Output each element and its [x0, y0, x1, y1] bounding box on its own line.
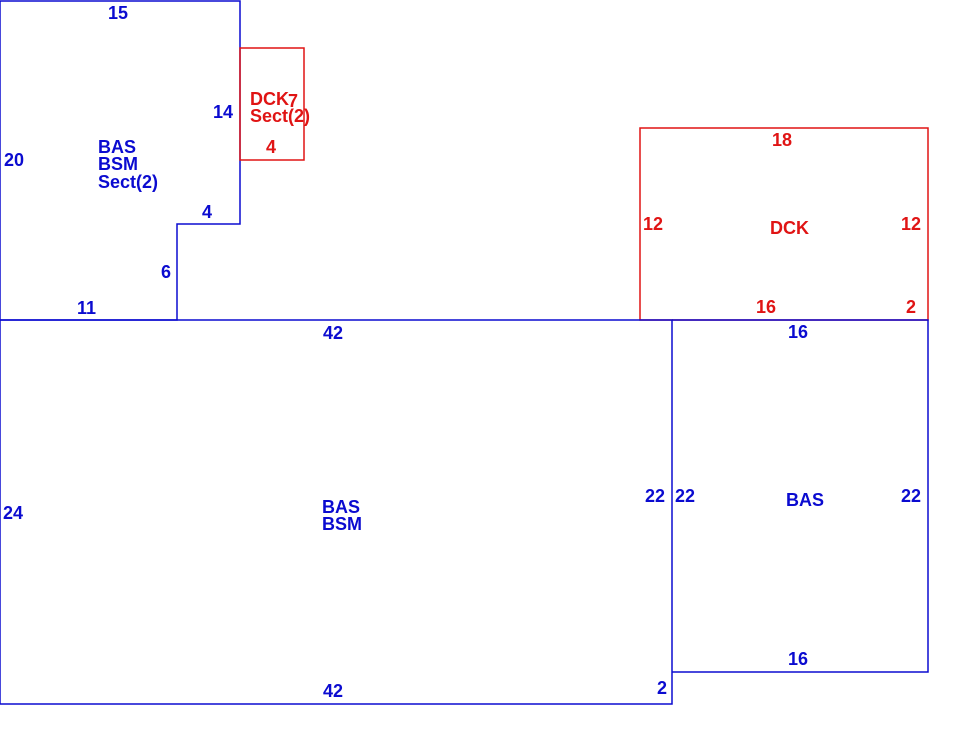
upper-left-code-1: BAS: [98, 137, 136, 157]
right-bas-dim-left: 22: [675, 486, 695, 506]
upper-left-dim-right: 14: [213, 102, 233, 122]
right-bas-code: BAS: [786, 490, 824, 510]
main-dim-right: 22: [645, 486, 665, 506]
upper-left-code-2: BSM: [98, 154, 138, 174]
small-deck-dim-side: 7: [288, 91, 298, 111]
main-code-1: BAS: [322, 497, 360, 517]
right-bas-dim-bottom: 16: [788, 649, 808, 669]
small-deck-outline: [239, 47, 305, 161]
right-deck-dim-top: 18: [772, 130, 792, 150]
small-deck-code-2: Sect(2): [250, 106, 310, 126]
right-deck-dim-right: 12: [901, 214, 921, 234]
right-deck-dim-bottom-right: 2: [906, 297, 916, 317]
small-deck-code-1: DCK: [250, 89, 289, 109]
right-bas-outline: [672, 319, 929, 673]
main-code-2: BSM: [322, 514, 362, 534]
upper-left-dim-step: 4: [202, 202, 212, 222]
upper-left-section-outline: [0, 0, 241, 321]
upper-left-dim-top: 15: [108, 3, 128, 23]
upper-left-dim-bottom: 11: [77, 298, 96, 318]
upper-left-dim-left: 20: [4, 150, 24, 170]
main-dim-left: 24: [3, 503, 23, 523]
main-section-outline: [0, 319, 673, 705]
right-bas-dim-right: 22: [901, 486, 921, 506]
upper-left-code-3: Sect(2): [98, 172, 158, 192]
right-deck-dim-bottom: 16: [756, 297, 776, 317]
main-dim-bottom: 42: [323, 681, 343, 701]
right-deck-code: DCK: [770, 218, 809, 238]
small-deck-dim-bottom: 4: [266, 137, 276, 157]
main-dim-bottom-right: 2: [657, 678, 667, 698]
right-deck-dim-left: 12: [643, 214, 663, 234]
right-bas-dim-top: 16: [788, 322, 808, 342]
main-dim-top: 42: [323, 323, 343, 343]
upper-left-dim-inner: 6: [161, 262, 171, 282]
